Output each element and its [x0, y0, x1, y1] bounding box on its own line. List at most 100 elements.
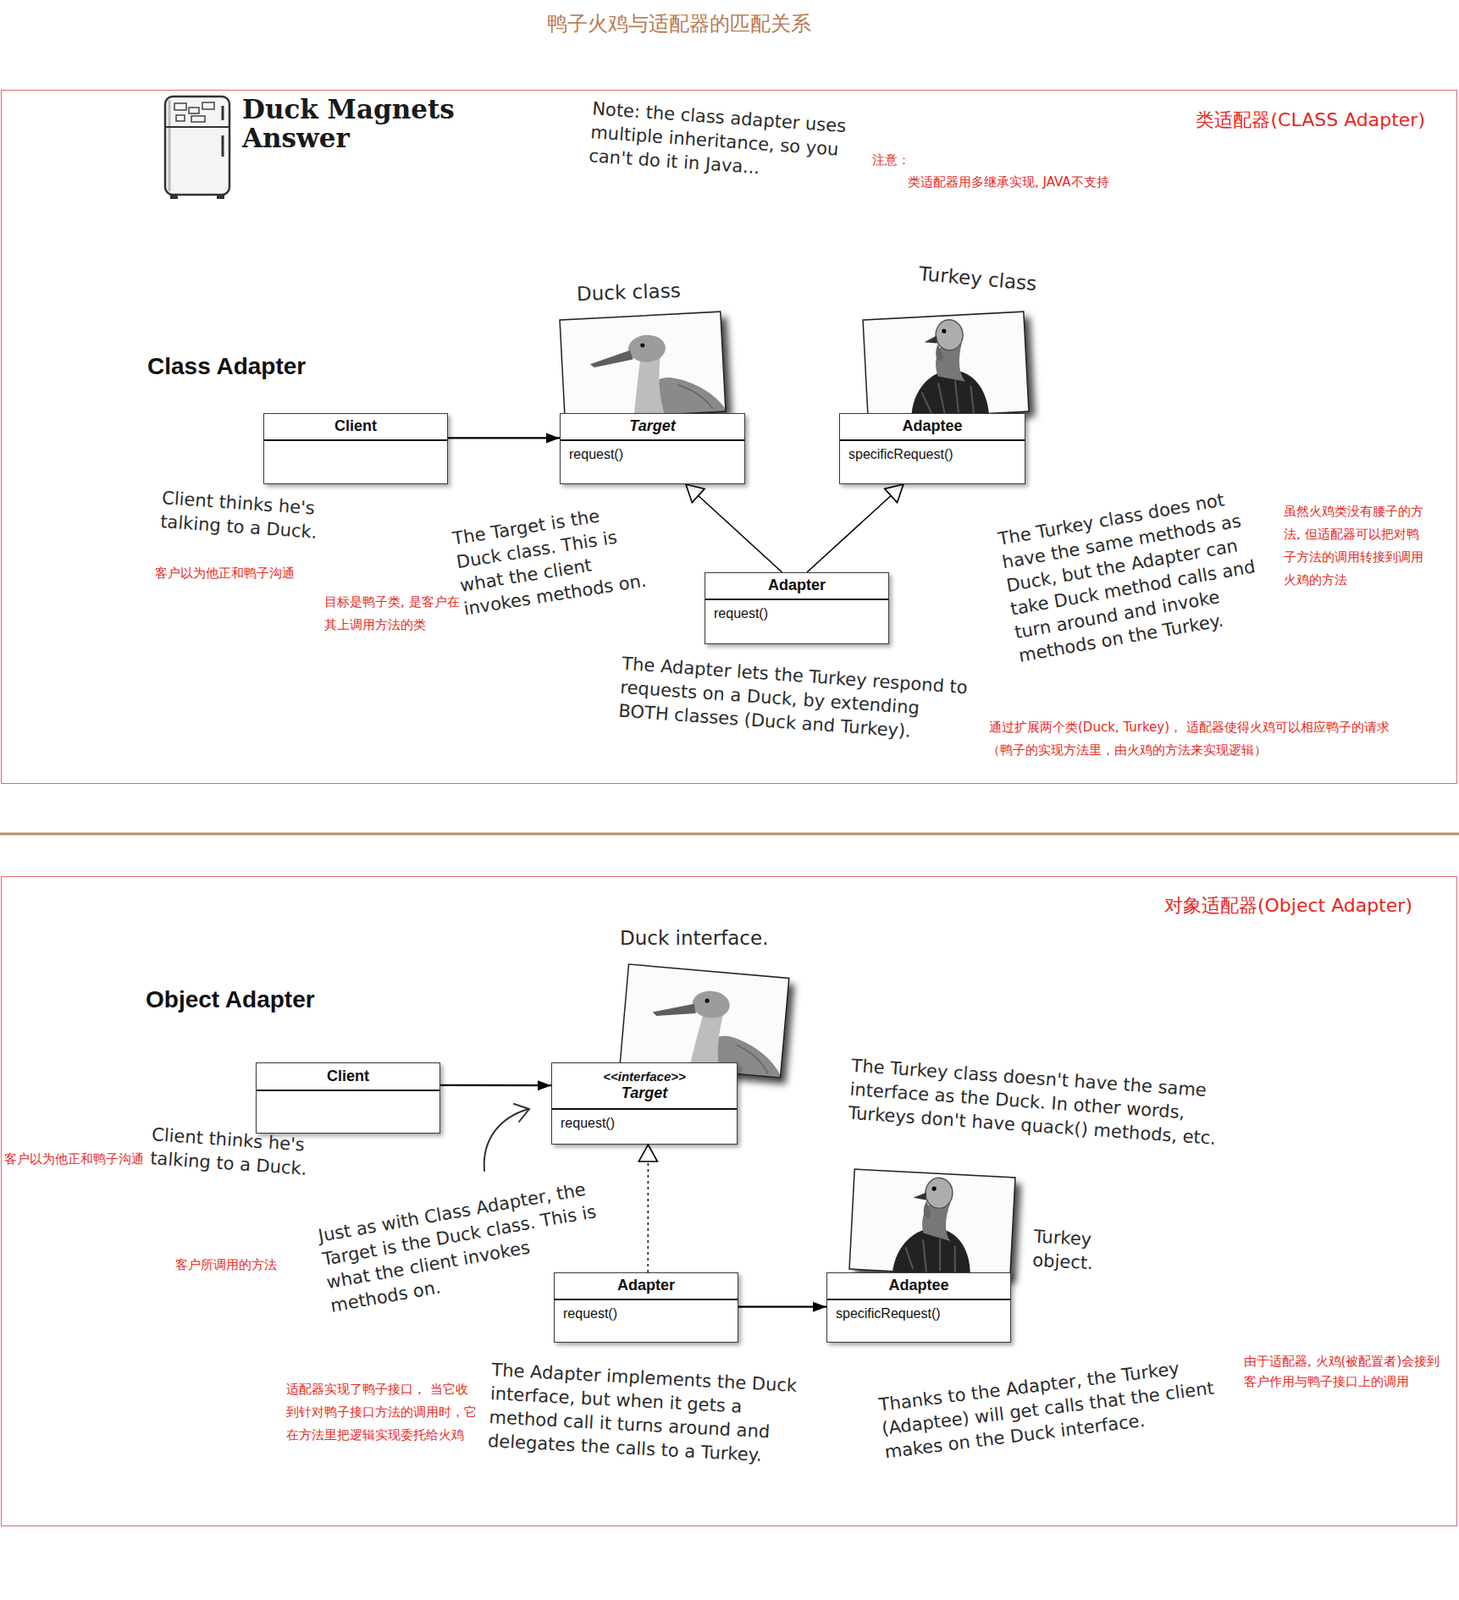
section-divider — [0, 833, 1459, 836]
class-name: Adapter — [768, 576, 826, 596]
method-name: request() — [713, 606, 880, 622]
fridge-icon — [174, 103, 187, 111]
fridge-icon — [216, 193, 225, 199]
fridge-icon — [165, 126, 230, 128]
target-class-box: Target request() — [559, 413, 746, 485]
method-compartment: specificRequest() — [827, 1300, 1011, 1343]
client-class-box: Client — [263, 413, 448, 485]
fridge-icon — [191, 116, 205, 122]
panel-heading: 对象适配器(Object Adapter) — [1164, 893, 1413, 919]
client-class-box: Client — [255, 1062, 441, 1134]
turkey-photo — [849, 1169, 1016, 1278]
class-name-compartment: Target — [560, 414, 745, 442]
class-name: Adaptee — [888, 1276, 949, 1296]
duck-photo — [619, 964, 790, 1078]
handwritten-note: The Turkey class doesn't have the same i… — [847, 1055, 1250, 1154]
chinese-annotation: 类适配器用多继承实现, JAVA不支持 — [907, 171, 1110, 194]
chinese-annotation: 客户以为他正和鸭子沟通 — [154, 562, 295, 586]
duck-photo — [619, 964, 790, 1078]
class-name-compartment: <<interface>>Target — [552, 1063, 737, 1111]
handwritten-note: Note: the class adapter uses multiple in… — [587, 97, 857, 187]
section-heading: Class Adapter — [147, 352, 306, 382]
pointer-arrow — [513, 1104, 530, 1122]
turkey-photo — [862, 311, 1029, 421]
class-name-compartment: Adapter — [554, 1273, 738, 1301]
chinese-annotation: 注意： — [872, 149, 911, 172]
adapter-class-box: Adapter request() — [704, 572, 890, 645]
panel-heading: 类适配器(CLASS Adapter) — [1195, 107, 1426, 133]
turkey-photo — [862, 311, 1035, 426]
duck-photo — [559, 311, 726, 421]
handwritten-note: The Adapter lets the Turkey respond to r… — [618, 652, 970, 748]
fridge-icon — [202, 102, 215, 110]
picture-caption: Turkey class — [917, 260, 1038, 298]
turkey-photo — [862, 311, 1029, 421]
fridge-icon — [165, 96, 230, 199]
handwritten-note: The Turkey class does not have the same … — [996, 484, 1272, 669]
fridge-icon — [168, 99, 172, 192]
picture-caption: Duck class — [576, 277, 682, 308]
method-name: specificRequest() — [835, 1306, 1002, 1322]
target-interface-box: <<interface>>Target request() — [551, 1062, 738, 1145]
picture-caption: Turkey object. — [1032, 1226, 1116, 1278]
handwritten-note: The Target is the Duck class. This is wh… — [451, 497, 661, 623]
adapter-class-box: Adapter request() — [553, 1272, 739, 1343]
pointer-arrow — [484, 1104, 530, 1172]
method-compartment: request() — [705, 600, 889, 644]
method-compartment — [256, 1091, 440, 1133]
method-compartment: request() — [552, 1110, 737, 1144]
realization-arrow — [646, 1144, 649, 1273]
handwritten-note: Client thinks he's talking to a Duck. — [159, 486, 357, 548]
method-name: request() — [560, 1116, 729, 1132]
adaptee-class-box: Adaptee specificRequest() — [826, 1272, 1012, 1343]
method-name: request() — [563, 1306, 730, 1322]
handwritten-note: Thanks to the Adapter, the Turkey (Adapt… — [877, 1353, 1227, 1465]
picture-caption: Duck interface. — [619, 925, 769, 952]
method-compartment: specificRequest() — [840, 441, 1025, 484]
class-name: Adapter — [617, 1276, 675, 1296]
fridge-icon — [170, 193, 178, 199]
turkey-photo — [849, 1169, 1016, 1278]
class-name: Client — [334, 417, 377, 437]
fridge-icon — [221, 135, 225, 157]
composition-arrow — [738, 1306, 827, 1309]
chinese-annotation: 目标是鸭子类, 是客户在其上调用方法的类 — [324, 591, 462, 637]
chinese-annotation: 客户以为他正和鸭子沟通 — [4, 1148, 144, 1172]
method-name: specificRequest() — [848, 447, 1017, 463]
duck-photo — [559, 311, 732, 426]
connector-group — [440, 437, 904, 1307]
class-name-compartment: Adaptee — [827, 1273, 1011, 1301]
method-compartment — [264, 441, 448, 484]
class-name-compartment: Client — [256, 1063, 440, 1092]
turkey-photo — [849, 1169, 1022, 1284]
association-arrow — [440, 1084, 552, 1087]
page-title: 鸭子火鸡与适配器的匹配关系 — [547, 10, 812, 38]
class-name-compartment: Adapter — [705, 573, 889, 601]
chinese-annotation: 通过扩展两个类(Duck, Turkey)， 适配器使得火鸡可以相应鸭子的请求 — [989, 716, 1390, 740]
chinese-annotation: 客户所调用的方法 — [175, 1254, 277, 1277]
handwritten-note: The Adapter implements the Duck interfac… — [486, 1359, 813, 1471]
class-name-compartment: Client — [264, 414, 448, 442]
method-compartment: request() — [554, 1300, 738, 1343]
method-name: request() — [569, 447, 736, 463]
book-heading: Duck Magnets Answer — [242, 94, 497, 153]
fridge-icon — [176, 115, 185, 122]
inheritance-arrow — [806, 484, 904, 573]
method-compartment: request() — [560, 441, 745, 484]
section-heading: Object Adapter — [145, 985, 316, 1015]
class-name: Client — [326, 1067, 370, 1087]
class-name: Target — [621, 1084, 668, 1104]
fridge-icon — [165, 96, 230, 195]
duck-photo — [559, 311, 726, 421]
fridge-icon — [221, 105, 225, 121]
association-arrow — [447, 436, 560, 439]
inheritance-arrow — [685, 484, 783, 573]
chinese-annotation: （鸭子的实现方法里，由火鸡的方法来实现逻辑） — [987, 739, 1267, 763]
chinese-annotation: 由于适配器, 火鸡(被配置者)会接到客户作用与鸭子接口上的调用 — [1243, 1351, 1449, 1393]
class-name: Adaptee — [901, 417, 962, 437]
adaptee-class-box: Adaptee specificRequest() — [839, 413, 1026, 485]
class-name: Target — [629, 417, 675, 437]
chinese-annotation: 虽然火鸡类没有腰子的方法, 但适配器可以把对鸭子方法的调用转接到调用火鸡的方法 — [1283, 500, 1428, 592]
